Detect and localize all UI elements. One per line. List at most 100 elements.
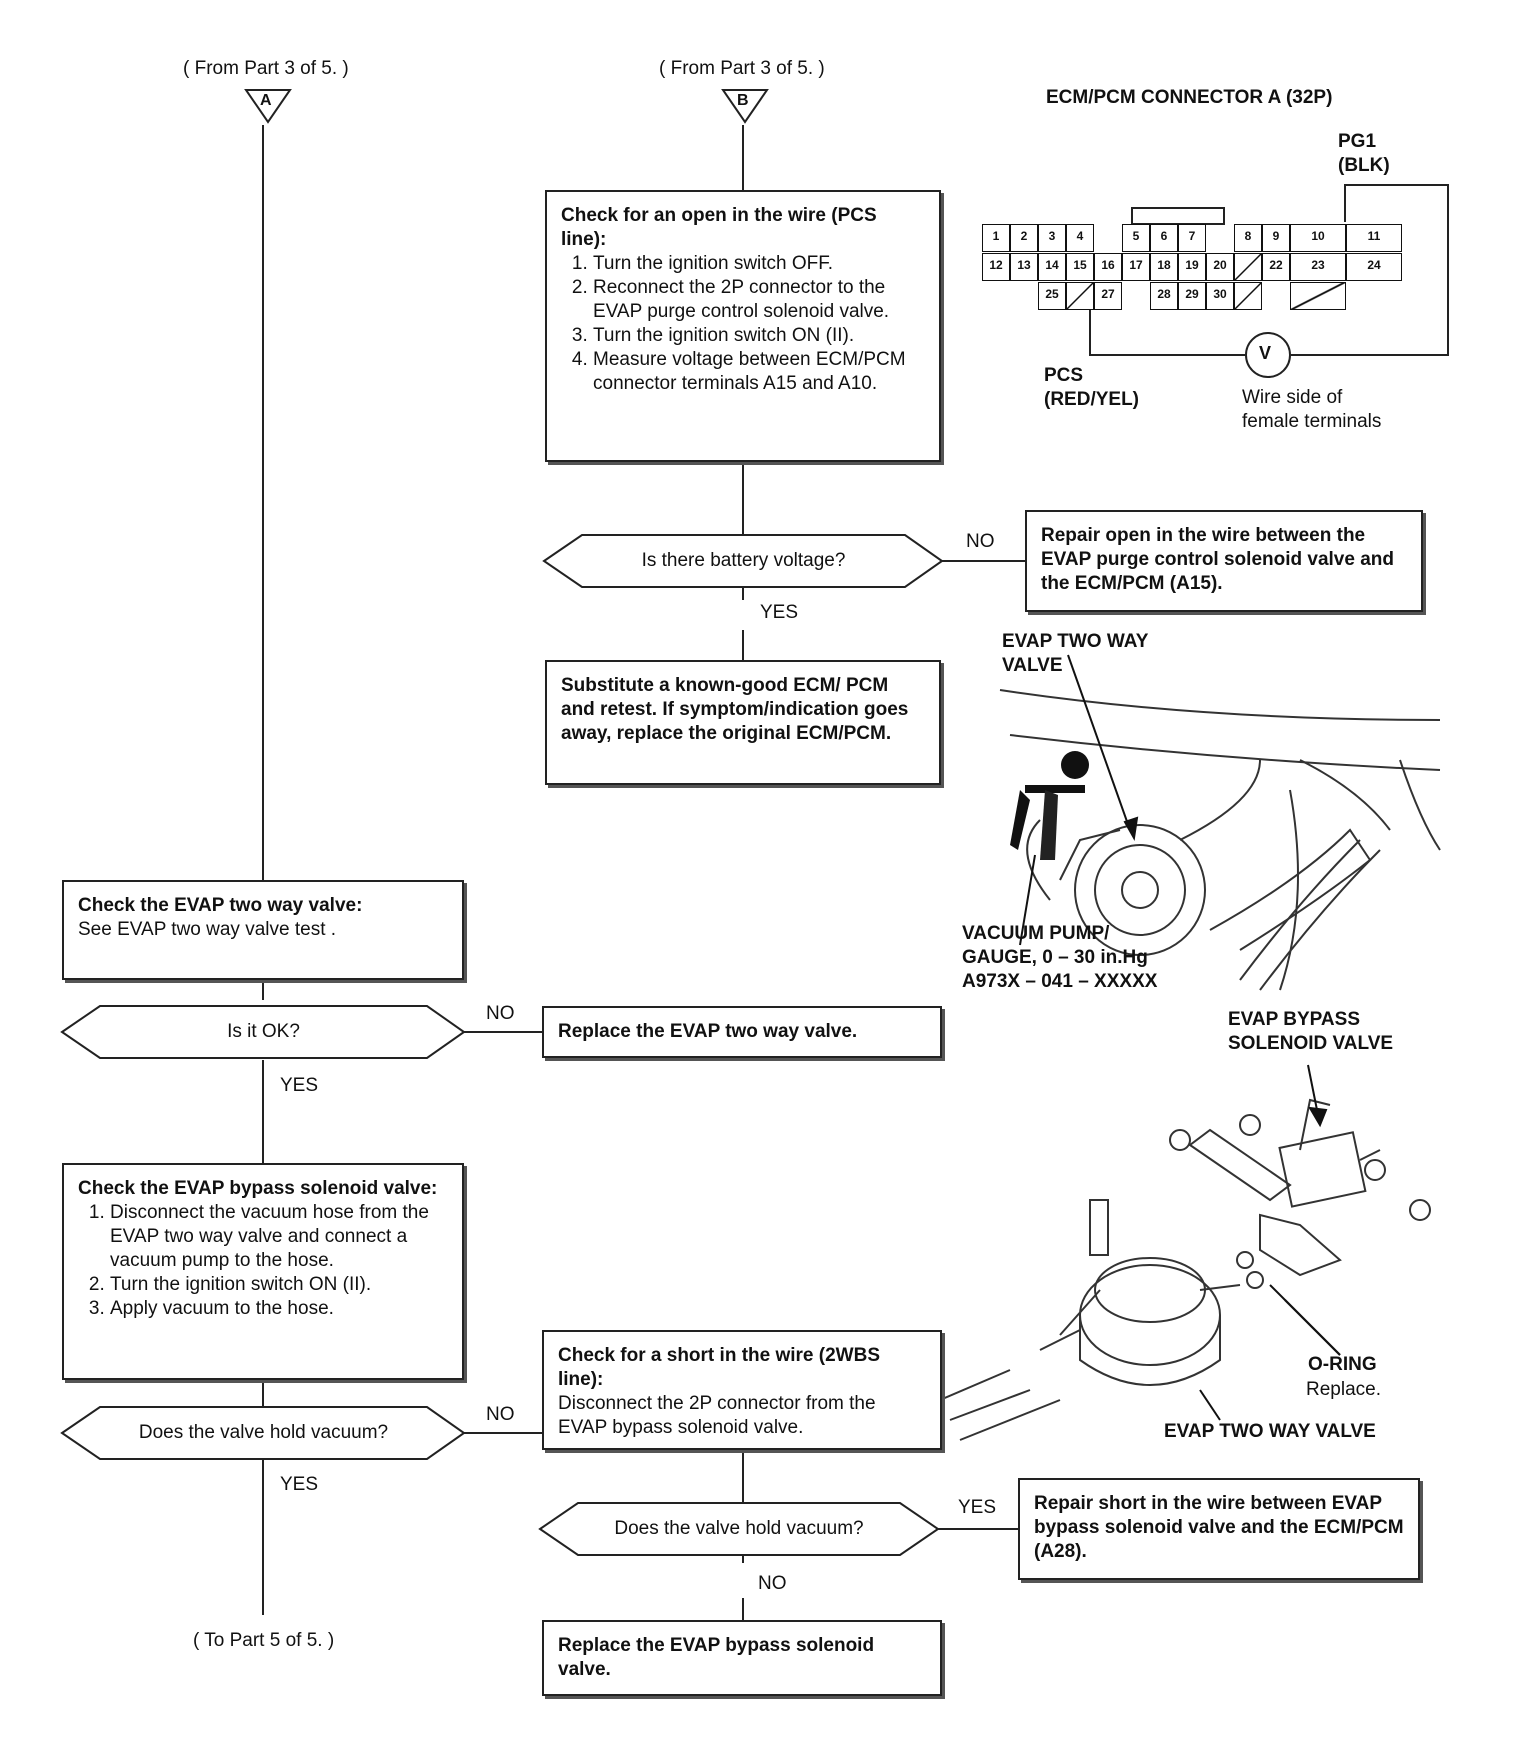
oring-label: O-RING [1308,1354,1377,1375]
pcs-color: (RED/YEL) [1044,389,1139,410]
connector-pin: 10 [1290,224,1346,252]
replace-twoway-text: Replace the EVAP two way valve. [558,1021,858,1042]
connector-pin: 8 [1234,224,1262,252]
connector-pin-empty [1234,282,1262,310]
decision-hold-vacuum-2: Does the valve hold vacuum? [614,1518,864,1539]
connector-pin: 3 [1038,224,1066,252]
decision-battery-voltage: Is there battery voltage? [641,550,846,571]
connector-triangle-a [244,89,292,124]
bypass-solenoid-label: EVAP BYPASS SOLENOID VALVE [1228,1009,1394,1054]
connector-pin: 29 [1178,282,1206,310]
twoway-valve-label-top: EVAP TWO WAY VALVE [1002,631,1149,676]
check-pcs-box: Check for an open in the wire (PCS line)… [545,190,941,462]
connector-a-label: A [260,92,272,109]
connector-pin: 9 [1262,224,1290,252]
vacuum-pump-label: VACUUM PUMP/ GAUGE, 0 – 30 in.Hg A973X –… [962,923,1158,992]
substitute-ecm-box: Substitute a known-good ECM/ PCM and ret… [545,660,941,785]
connector-pin: 25 [1038,282,1066,310]
replace-twoway-box: Replace the EVAP two way valve. [542,1006,942,1058]
decision-hold-vacuum-1: Does the valve hold vacuum? [138,1422,389,1443]
connector-pin-empty [1234,253,1262,281]
connector-pin: 17 [1122,253,1150,281]
twoway-valve-illustration [999,689,1441,991]
vacuum-pump-gauge-icon [1010,751,1089,860]
step: Turn the ignition switch ON (II). [110,1273,448,1297]
no-label: NO [758,1573,787,1594]
connector-pin: 14 [1038,253,1066,281]
step: Turn the ignition switch OFF. [593,252,925,276]
decision-is-ok: Is it OK? [227,1021,300,1042]
connector-pin: 23 [1290,253,1346,281]
connector-pin: 15 [1066,253,1094,281]
pcs-label: PCS [1044,365,1084,386]
connector-pin: 22 [1262,253,1290,281]
decision-battery-shape [542,534,944,588]
voltmeter-circle [1245,332,1291,378]
check-short-text: Disconnect the 2P connector from the EVA… [558,1393,876,1438]
check-short-title: Check for a short in the wire (2WBS line… [558,1345,880,1390]
pg1-label: PG1 [1338,131,1377,152]
connector-pin: 5 [1122,224,1150,252]
connector-pin: 4 [1066,224,1094,252]
decision-ok-shape [60,1005,466,1059]
yes-label: YES [958,1497,997,1518]
connector-pin: 7 [1178,224,1206,252]
pg1-color: (BLK) [1338,155,1390,176]
connector-title: ECM/PCM CONNECTOR A (32P) [1046,87,1333,108]
connector-pin: 11 [1346,224,1402,252]
yes-label: YES [280,1075,319,1096]
check-twoway-text: See EVAP two way valve test . [78,919,337,940]
twoway-valve-label-bottom: EVAP TWO WAY VALVE [1164,1421,1376,1442]
replace-bypass-box: Replace the EVAP bypass solenoid valve. [542,1620,942,1696]
connector-pin: 16 [1094,253,1122,281]
check-bypass-steps: Disconnect the vacuum hose from the EVAP… [78,1201,448,1321]
connector-pin: 24 [1346,253,1402,281]
check-pcs-steps: Turn the ignition switch OFF. Reconnect … [561,252,925,396]
connector-pin: 30 [1206,282,1234,310]
check-pcs-title: Check for an open in the wire (PCS line)… [561,205,877,250]
no-label: NO [486,1404,515,1425]
wire-side-note: Wire side of female terminals [1242,387,1382,432]
connector-pin-empty [1290,282,1346,310]
check-short-box: Check for a short in the wire (2WBS line… [542,1330,942,1450]
no-label: NO [486,1003,515,1024]
connector-pin: 18 [1150,253,1178,281]
substitute-ecm-text: Substitute a known-good ECM/ PCM and ret… [561,675,909,744]
connector-pin: 12 [982,253,1010,281]
connector-pin-empty [1066,282,1094,310]
voltmeter-symbol: V [1259,343,1272,363]
check-twoway-box: Check the EVAP two way valve: See EVAP t… [62,880,464,980]
step: Reconnect the 2P connector to the EVAP p… [593,276,925,324]
to-part5: ( To Part 5 of 5. ) [193,1630,335,1651]
repair-open-box: Repair open in the wire between the EVAP… [1025,510,1423,612]
connector-pin: 28 [1150,282,1178,310]
step: Turn the ignition switch ON (II). [593,324,925,348]
connector-triangle-b [721,89,769,124]
connector-pin: 2 [1010,224,1038,252]
replace-bypass-text: Replace the EVAP bypass solenoid valve. [558,1635,875,1680]
bypass-solenoid-illustration [939,1098,1431,1441]
check-bypass-title: Check the EVAP bypass solenoid valve: [78,1178,438,1199]
connector-pin: 19 [1178,253,1206,281]
connector-pin: 13 [1010,253,1038,281]
decision-hold1-shape [60,1406,466,1460]
repair-short-text: Repair short in the wire between EVAP by… [1034,1493,1404,1562]
connector-pin: 6 [1150,224,1178,252]
no-label: NO [966,531,995,552]
connector-pin: 27 [1094,282,1122,310]
check-bypass-box: Check the EVAP bypass solenoid valve: Di… [62,1163,464,1380]
step: Measure voltage between ECM/PCM connecto… [593,348,925,396]
yes-label: YES [760,602,799,623]
repair-open-text: Repair open in the wire between the EVAP… [1041,525,1394,594]
from-part3-a: ( From Part 3 of 5. ) [183,58,349,79]
decision-hold2-shape [538,1502,940,1556]
connector-pin: 1 [982,224,1010,252]
yes-label: YES [280,1474,319,1495]
step: Disconnect the vacuum hose from the EVAP… [110,1201,448,1273]
connector-pin: 20 [1206,253,1234,281]
oring-note: Replace. [1306,1379,1381,1400]
repair-short-box: Repair short in the wire between EVAP by… [1018,1478,1420,1580]
connector-b-label: B [737,92,749,109]
check-twoway-title: Check the EVAP two way valve: [78,895,363,916]
